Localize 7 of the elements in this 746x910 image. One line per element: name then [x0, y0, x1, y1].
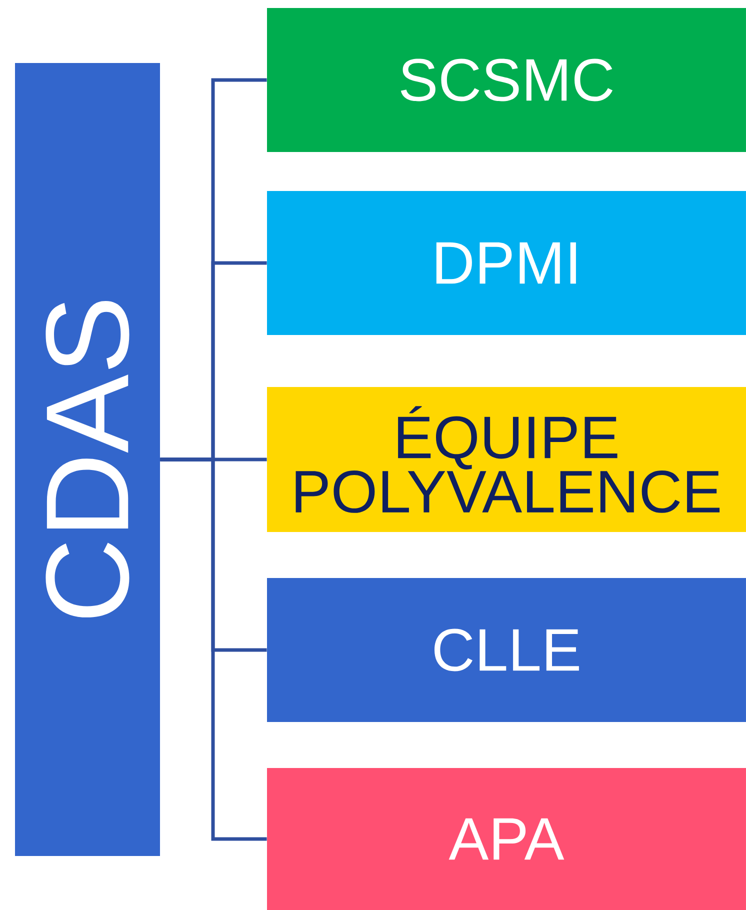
- connector-line: [160, 458, 267, 841]
- title-bar: CDAS: [15, 63, 160, 856]
- category-box: APA: [267, 768, 746, 910]
- category-box: DPMI: [267, 191, 746, 335]
- category-box: ÉQUIPE POLYVALENCE: [267, 387, 746, 532]
- category-box: SCSMC: [267, 8, 746, 152]
- category-box: CLLE: [267, 578, 746, 722]
